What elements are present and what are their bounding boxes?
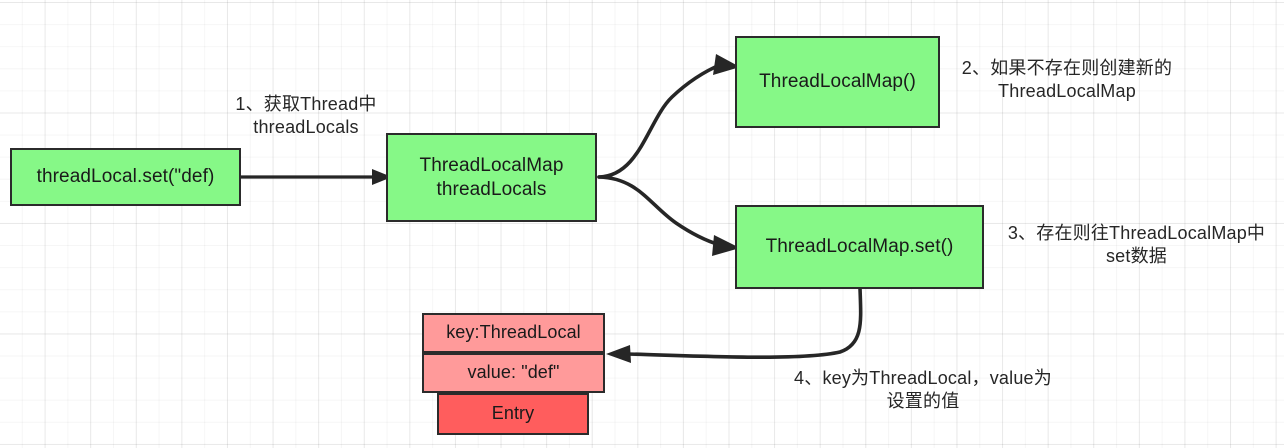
node-threadlocal-set-call[interactable]: threadLocal.set("def)	[10, 148, 241, 206]
arrow-threadlocals-to-map-set	[597, 175, 740, 256]
arrow-map-set-to-entry	[606, 286, 863, 363]
annotation-step-2: 2、如果不存在则创建新的 ThreadLocalMap	[961, 58, 1173, 102]
annotation-step-1: 1、获取Thread中 threadLocals	[235, 94, 377, 138]
arrow-set-to-threadlocals	[241, 169, 392, 185]
node-threadlocalmap-threadlocals[interactable]: ThreadLocalMap threadLocals	[386, 133, 597, 222]
annotation-step-3: 3、存在则往ThreadLocalMap中 set数据	[1007, 223, 1266, 267]
node-threadlocalmap-set[interactable]: ThreadLocalMap.set()	[735, 205, 984, 289]
node-entry-value[interactable]: value: "def"	[422, 353, 605, 393]
node-entry-label[interactable]: Entry	[437, 393, 589, 435]
node-entry-key[interactable]: key:ThreadLocal	[422, 313, 605, 353]
annotation-step-4: 4、key为ThreadLocal，value为 设置的值	[794, 368, 1052, 412]
arrow-threadlocals-to-new-map	[597, 54, 740, 179]
node-new-threadlocalmap[interactable]: ThreadLocalMap()	[735, 36, 940, 128]
